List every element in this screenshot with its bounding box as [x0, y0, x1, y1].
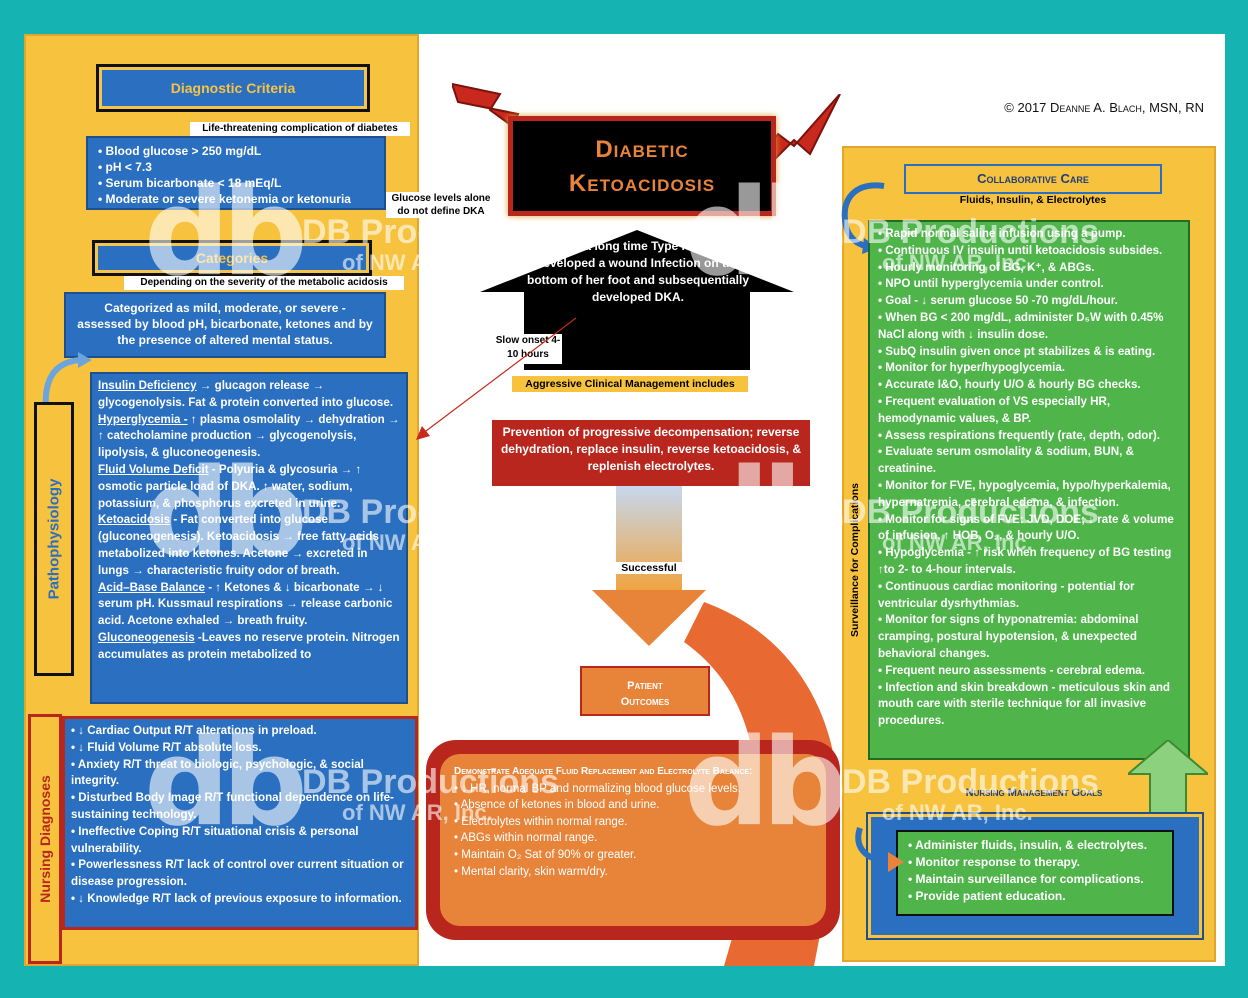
- goal-item: Monitor response to therapy.: [908, 854, 1162, 871]
- nursing-dx-item: ↓ Knowledge R/T lack of previous exposur…: [71, 891, 409, 908]
- pathophysiology-label-box: Pathophysiology: [34, 402, 74, 676]
- patho-term: Gluconeogenesis: [98, 630, 195, 644]
- nursing-dx-label: Nursing Diagnoses: [37, 775, 53, 903]
- outcome-item: • ↓ HR, normal BP and normalizing blood …: [454, 782, 741, 795]
- nursing-goals-title: Nursing Management Goals: [965, 787, 1103, 799]
- nursing-dx-label-box: Nursing Diagnoses: [28, 714, 62, 964]
- outcome-item: • Electrolytes within normal range.: [454, 815, 628, 828]
- patho-term: Ketoacidosis: [98, 513, 171, 527]
- categories-subtitle: Depending on the severity of the metabol…: [124, 276, 404, 290]
- categories-title: Categories: [92, 240, 372, 276]
- outcome-item: • Mental clarity, skin warm/dry.: [454, 865, 608, 878]
- surveillance-item: Accurate I&O, hourly U/O & hourly BG che…: [878, 377, 1180, 394]
- infographic-sheet: Diagnostic Criteria Life-threatening com…: [24, 34, 1225, 966]
- successful-label: Successful: [604, 562, 694, 574]
- aggressive-label: Aggressive Clinical Management includes: [512, 376, 748, 392]
- patient-outcomes-title: Patient Outcomes: [580, 666, 710, 716]
- surveillance-item: Hourly monitoring of BG, K⁺, & ABGs.: [878, 260, 1180, 277]
- nursing-dx-item: ↓ Cardiac Output R/T alterations in prel…: [71, 723, 409, 740]
- diagnostic-item: Blood glucose > 250 mg/dL: [98, 143, 374, 159]
- goal-item: Provide patient education.: [908, 888, 1162, 905]
- nursing-goals-box: Administer fluids, insulin, & electrolyt…: [896, 830, 1174, 916]
- outcome-item: • ABGs within normal range.: [454, 832, 598, 845]
- slow-onset-arrow: [416, 317, 577, 440]
- surveillance-item: Infection and skin breakdown - meticulou…: [878, 680, 1180, 730]
- nursing-dx-item: ↓ Fluid Volume R/T absolute loss.: [71, 740, 409, 757]
- copyright: © 2017 Deanne A. Blach, MSN, RN: [1004, 100, 1204, 115]
- collaborative-care-title: Collaborative Care: [904, 164, 1162, 194]
- title-line-2: Ketoacidosis: [568, 170, 716, 197]
- nursing-dx-item: Powerlessness R/T lack of control over c…: [71, 857, 409, 891]
- diagnostic-item: pH < 7.3: [98, 159, 374, 175]
- categories-box: Categorized as mild, moderate, or severe…: [64, 292, 386, 358]
- surveillance-item: Monitor for hyper/hypoglycemia.: [878, 360, 1180, 377]
- outcome-item: • Absence of ketones in blood and urine.: [454, 799, 660, 812]
- patho-term: Fluid Volume Deficit: [98, 462, 209, 476]
- nursing-dx-item: Anxiety R/T threat to biologic, psycholo…: [71, 757, 409, 791]
- surveillance-item: SubQ insulin given once pt stabilizes & …: [878, 344, 1180, 361]
- flow-arrow-head: [592, 590, 706, 646]
- surveillance-label: Surveillance for Complications: [849, 482, 861, 638]
- outcome-item: • Maintain O₂ Sat of 90% or greater.: [454, 848, 637, 861]
- diagnostic-subtitle: Life-threatening complication of diabete…: [190, 122, 410, 136]
- surveillance-item: Assess respirations frequently (rate, de…: [878, 428, 1180, 445]
- goal-item: Maintain surveillance for complications.: [908, 871, 1162, 888]
- outcomes-box: Demonstrate Adequate Fluid Replacement a…: [426, 740, 840, 940]
- curved-arrow-icon: [855, 827, 904, 872]
- surveillance-item: Monitor for signs of hyponatremia: abdom…: [878, 612, 1180, 662]
- outcomes-heading: Demonstrate Adequate Fluid Replacement a…: [454, 766, 753, 777]
- title-box: Diabetic Ketoacidosis: [508, 116, 776, 216]
- surveillance-item: Monitor for signs of FVE: JVD, DOE; ↓ ra…: [878, 512, 1180, 546]
- pathophysiology-label: Pathophysiology: [45, 478, 63, 600]
- collaborative-care-subtitle: Fluids, Insulin, & Electrolytes: [959, 194, 1107, 206]
- goal-item: Administer fluids, insulin, & electrolyt…: [908, 837, 1162, 854]
- nursing-dx-item: Ineffective Coping R/T situational crisi…: [71, 824, 409, 858]
- diagnostic-criteria-box: Blood glucose > 250 mg/dL pH < 7.3 Serum…: [86, 136, 386, 210]
- surveillance-item: Frequent evaluation of VS especially HR,…: [878, 394, 1180, 428]
- pathophysiology-box: Insulin Deficiency → glucagon release → …: [90, 372, 408, 704]
- surveillance-item: NPO until hyperglycemia under control.: [878, 276, 1180, 293]
- diagnostic-criteria-title: Diagnostic Criteria: [96, 64, 370, 112]
- prevention-box: Prevention of progressive decompensation…: [492, 420, 810, 486]
- glucose-note: Glucose levels alone do not define DKA: [386, 192, 496, 218]
- up-arrow-icon: [1128, 740, 1208, 822]
- surveillance-item: Frequent neuro assessments - cerebral ed…: [878, 663, 1180, 680]
- title-line-1: Diabetic: [595, 136, 689, 163]
- surveillance-item: Continuous cardiac monitoring - potentia…: [878, 579, 1180, 613]
- surveillance-item: Goal - ↓ serum glucose 50 -70 mg/dL/hour…: [878, 293, 1180, 310]
- diagnostic-item: Moderate or severe ketonemia or ketonuri…: [98, 191, 374, 207]
- surveillance-item: Evaluate serum osmolality & sodium, BUN,…: [878, 444, 1180, 478]
- surveillance-item: Monitor for FVE, hypoglycemia, hypo/hype…: [878, 478, 1180, 512]
- flow-arrow-shaft: [616, 486, 682, 594]
- categories-text: Categorized as mild, moderate, or severe…: [77, 301, 373, 347]
- scenario-text: Alexis, a long time Type I diabetic deve…: [527, 239, 749, 304]
- surveillance-box: Rapid normal saline infusion using a pum…: [868, 220, 1190, 760]
- curved-arrow-icon: [42, 352, 92, 409]
- patho-term: Acid–Base Balance: [98, 580, 205, 594]
- prevention-text: Prevention of progressive decompensation…: [500, 425, 802, 473]
- patho-term: Insulin Deficiency: [98, 379, 197, 392]
- diagnostic-item: Serum bicarbonate < 18 mEq/L: [98, 175, 374, 191]
- patho-term: Hyperglycemia -: [98, 412, 188, 426]
- surveillance-item: When BG < 200 mg/dL, administer D₅W with…: [878, 310, 1180, 344]
- nursing-dx-item: Disturbed Body Image R/T functional depe…: [71, 790, 409, 824]
- nursing-dx-box: ↓ Cardiac Output R/T alterations in prel…: [62, 716, 418, 930]
- surveillance-item: Hypoglycemia - ↑ risk when frequency of …: [878, 545, 1180, 579]
- surveillance-item: Rapid normal saline infusion using a pum…: [878, 226, 1180, 243]
- surveillance-item: Continuous IV insulin until ketoacidosis…: [878, 243, 1180, 260]
